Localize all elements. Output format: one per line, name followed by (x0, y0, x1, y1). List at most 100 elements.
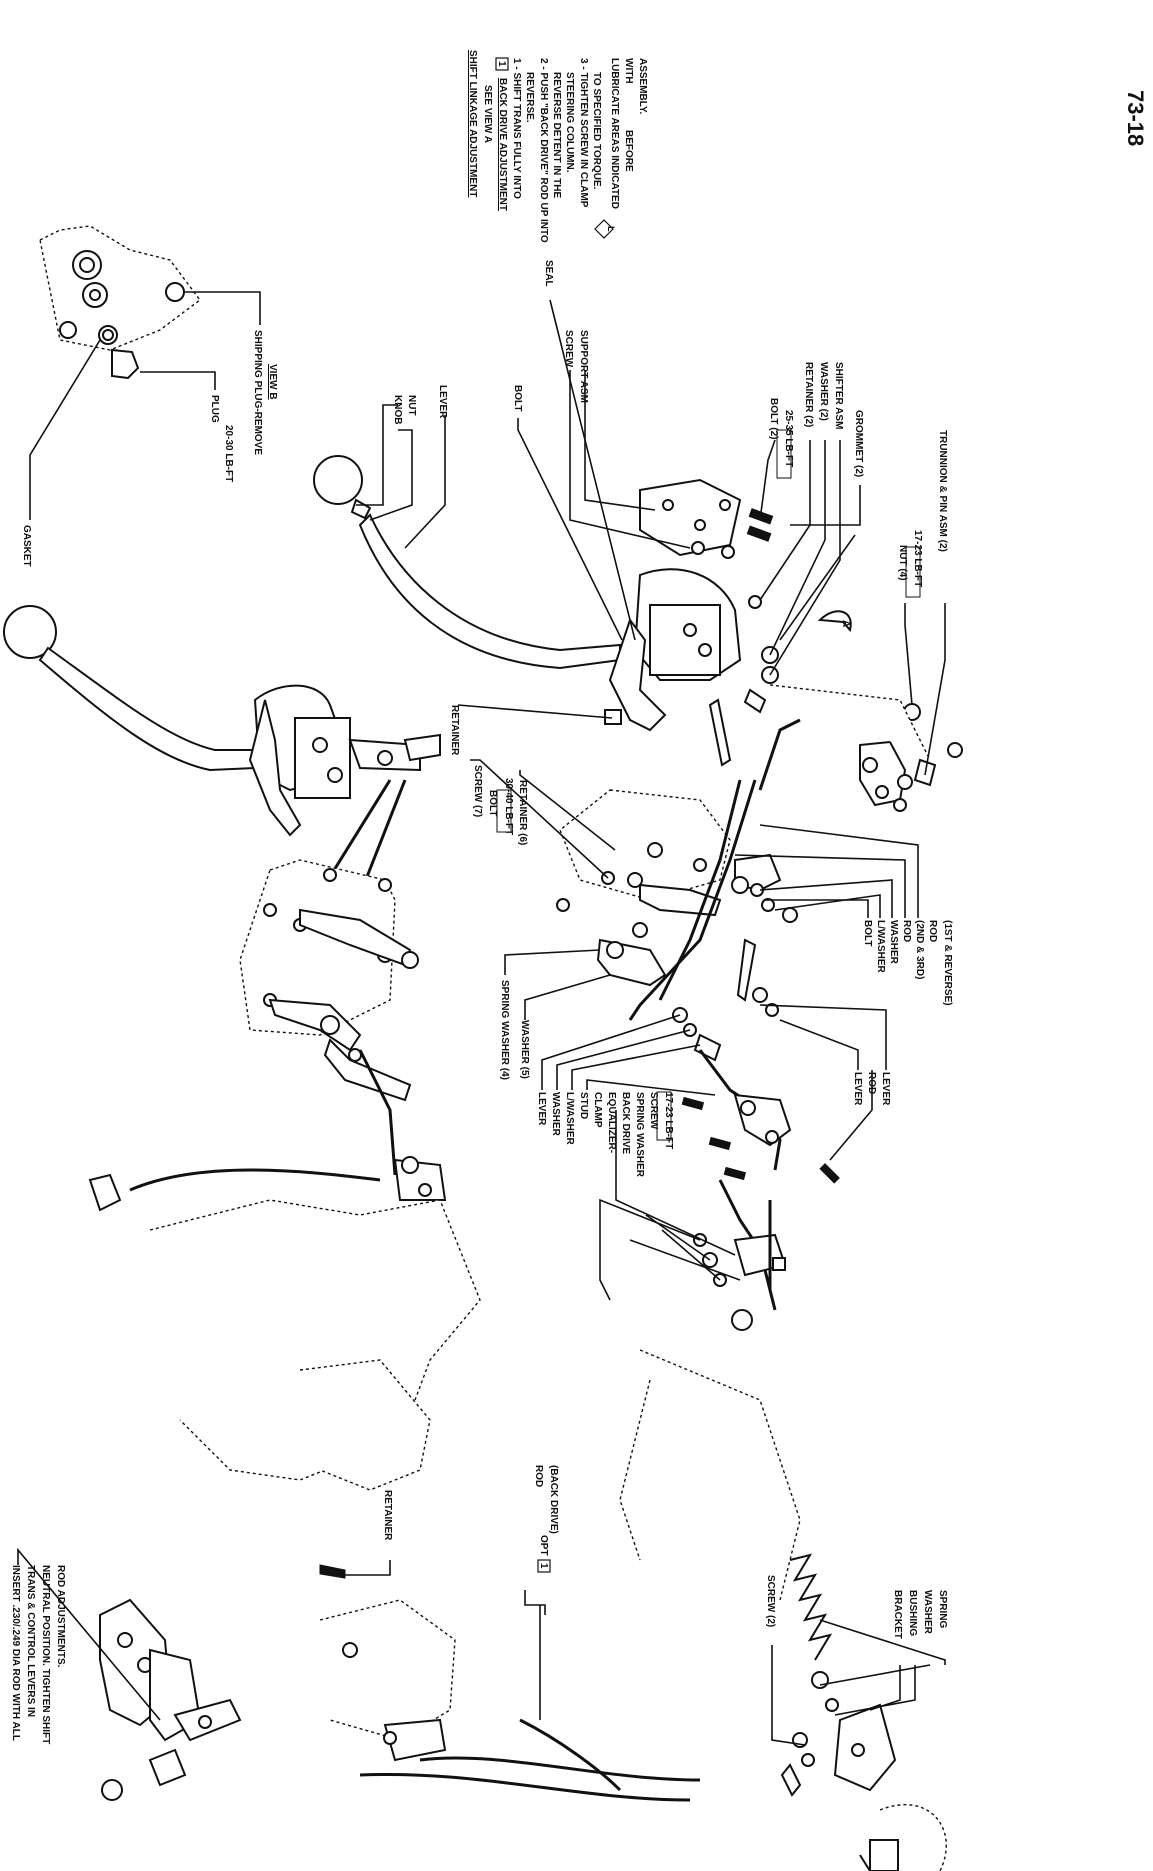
label-retainer-mid: RETAINER (449, 705, 460, 756)
lubricate-line-3: ASSEMBLY. (637, 58, 648, 115)
stack-screw: SCREW (648, 1092, 659, 1130)
label-rod-backdrive: ROD (533, 1465, 544, 1487)
right-shifter-labels: KNOB NUT LEVER BOLT SCREW SUPPORT ASM SE… (392, 260, 948, 598)
stack-clamp: CLAMP (592, 1092, 603, 1128)
label-screw2: SCREW (2) (765, 1575, 776, 1627)
label-shifter-asm: SHIFTER ASM (833, 362, 844, 429)
label-retainer6: RETAINER (6) (517, 780, 528, 845)
step-2b: REVERSE DETENT IN THE (551, 72, 562, 198)
insert-note-4: ROD ADJUSTMENTS. (55, 1565, 66, 1668)
label-screw7: SCREW (7) (472, 765, 483, 817)
label-bolt-top: BOLT (512, 385, 523, 411)
label-rod-1-r-sub: (1ST & REVERSE) (942, 920, 953, 1006)
label-rod-2-3: ROD (901, 920, 912, 942)
label-spring-washer4: SPRING WASHER (4) (499, 980, 510, 1080)
insert-note-2: TRANS & CONTROL LEVERS IN (25, 1565, 36, 1717)
label-knob: KNOB (392, 395, 403, 424)
label-retainer2: RETAINER (2) (803, 362, 814, 427)
insert-note-3: NEUTRAL POSITION. TIGHTEN SHIFT (40, 1565, 51, 1744)
label-rod-1-r: ROD (927, 920, 938, 942)
label-seal: SEAL (543, 260, 554, 287)
step-2c: STEERING COLUMN. (564, 72, 575, 173)
view-b-assembly (39, 225, 201, 380)
spring-coil (789, 1553, 833, 1661)
label-lwasher-right: L/WASHER (875, 920, 886, 974)
label-retainer-bottom: RETAINER (382, 1490, 393, 1541)
label-washer-bottom: WASHER (922, 1590, 933, 1635)
stack-lwasher: L/WASHER (564, 1092, 575, 1146)
middle-labels: RETAINER SCREW (7) BOLT 30-40 LB-FT RETA… (449, 705, 953, 1178)
label-rod-lower: ROD (866, 1072, 877, 1094)
back-drive-tag-box (495, 57, 509, 71)
lubricate-symbol-diamond: L (606, 226, 616, 232)
label-washer2: WASHER (2) (818, 362, 829, 421)
right-knob (313, 455, 363, 505)
label-shipping-plug: SHIPPING PLUG-REMOVE (252, 330, 263, 455)
label-support-asm: SUPPORT ASM (578, 330, 589, 403)
label-opt: OPT (538, 1535, 549, 1556)
back-drive-tag: 1 (496, 61, 507, 67)
lubricate-line-2: WITH (623, 58, 634, 84)
lubricate-line-1: LUBRICATE AREAS INDICATED (609, 58, 620, 209)
view-a-arrow-icon (817, 610, 852, 633)
stack-torque-17-23: 17-23 LB-FT (663, 1092, 674, 1149)
label-spring: SPRING (937, 1590, 948, 1629)
label-screw-top: SCREW (563, 330, 574, 368)
step-3b: TO SPECIFIED TORQUE. (591, 72, 602, 190)
right-shifter-assembly (313, 455, 779, 767)
opt-tag-box (537, 1559, 551, 1573)
label-bolt-right: BOLT (862, 920, 873, 946)
bottom-bracket-assembly (99, 1349, 947, 1871)
stack-spring-washer: SPRING WASHER (634, 1092, 645, 1178)
page-number: 73-18 (1123, 90, 1148, 146)
label-nut4: NUT (4) (897, 545, 908, 581)
label-rod-2-3-sub: (2ND & 3RD) (914, 920, 925, 979)
lubricate-line-2b: BEFORE (623, 130, 634, 172)
notes-title: SHIFT LINKAGE ADJUSTMENT (467, 50, 478, 197)
label-bolt2: BOLT (2) (768, 398, 779, 439)
notes-subtitle: SEE VIEW A (482, 85, 493, 143)
label-gasket: GASKET (21, 525, 32, 567)
stack-equalizer: EQUALIZER- (606, 1092, 617, 1153)
label-washer-right: WASHER (888, 920, 899, 965)
step-1a: 1 - SHIFT TRANS FULLY INTO (511, 58, 522, 199)
lube-diamond-icon (594, 219, 614, 239)
label-bolt-mid: BOLT (487, 790, 498, 816)
label-bushing: BUSHING (907, 1590, 918, 1636)
middle-linkage (556, 718, 840, 1331)
label-nut: NUT (406, 395, 417, 416)
label-trunnion: TRUNNION & PIN ASM (2) (937, 430, 948, 552)
insert-note-1: INSERT .230/.249 DIA ROD WITH ALL (10, 1565, 21, 1741)
back-drive-title: BACK DRIVE ADJUSTMENT (497, 78, 508, 211)
leader-plug (140, 371, 216, 390)
label-view-b: VIEW B (267, 364, 278, 400)
label-lever-lower-1: LEVER (852, 1072, 863, 1106)
label-torque-30-40: 30-40 LB-FT (503, 778, 514, 835)
label-bracket: BRACKET (892, 1590, 903, 1639)
adjustment-notes: SHIFT LINKAGE ADJUSTMENT SEE VIEW A 1 BA… (467, 50, 648, 243)
label-torque-25-35: 25-35 LB-FT (783, 410, 794, 467)
bottom-labels: INSERT .230/.249 DIA ROD WITH ALL TRANS … (10, 1465, 948, 1744)
label-washer5: WASHER (5) (519, 1020, 530, 1079)
label-plug-torque: 20-30 LB-FT (223, 425, 234, 482)
label-lever-top: LEVER (437, 385, 448, 419)
leader-shipping-plug (185, 291, 261, 325)
leader-gasket (29, 339, 101, 520)
label-torque-17-23-top: 17-23 LB-FT (912, 530, 923, 587)
stack-stud: STUD (578, 1092, 589, 1119)
left-shifter-assembly (3, 605, 441, 837)
view-a-marker: A (840, 620, 851, 627)
left-knob (3, 605, 57, 659)
opt-tag: 1 (538, 1563, 549, 1569)
left-linkage (88, 779, 447, 1212)
stack-back-drive: BACK DRIVE (620, 1092, 631, 1155)
label-lever-lower-2: LEVER (880, 1072, 891, 1106)
label-back-drive: (BACK DRIVE) (548, 1465, 559, 1534)
label-grommet2: GROMMET (2) (853, 410, 864, 477)
label-plug: PLUG (209, 395, 220, 423)
stack-lever: LEVER (536, 1092, 547, 1126)
step-2a: 2 - PUSH "BACK DRIVE" ROD UP INTO (538, 58, 549, 243)
stack-washer: WASHER (550, 1092, 561, 1137)
